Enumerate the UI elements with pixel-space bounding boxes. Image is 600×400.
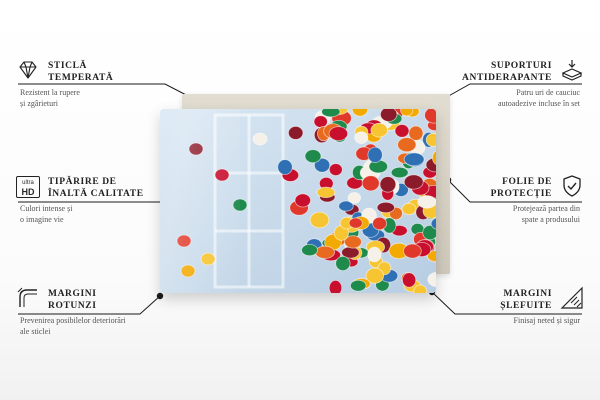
- feature-title: SUPORTURI ANTIDERAPANTE: [462, 61, 552, 83]
- candy: [424, 109, 436, 124]
- candy: [344, 235, 362, 249]
- candy: [252, 132, 268, 146]
- candy: [365, 267, 385, 284]
- candy: [379, 176, 397, 193]
- candy: [430, 217, 436, 230]
- feature-title: TIPĂRIRE DE ÎNALTĂ CALITATE: [48, 177, 144, 199]
- mounting-stand-icon: [561, 60, 583, 81]
- candy: [403, 243, 422, 259]
- candy: [422, 225, 436, 241]
- feature-description: Finisaj neted și sigur: [513, 316, 580, 325]
- ultra-hd-icon: ultra HD: [16, 176, 40, 198]
- candy: [176, 234, 192, 248]
- candy: [403, 174, 424, 190]
- feature-description: Protejează partea din spate a produsului: [512, 204, 580, 224]
- feature-description: Culori intense și o imagine vie: [20, 204, 73, 224]
- candy: [180, 264, 196, 278]
- feature-description: Rezistent la rupere și zgârieturi: [20, 88, 80, 108]
- candy: [402, 272, 417, 288]
- pin-dot: [156, 292, 164, 300]
- rounded-corner-icon: [17, 287, 37, 307]
- candy: [277, 159, 293, 175]
- candy: [328, 163, 343, 176]
- candy: [321, 109, 341, 118]
- candy: [354, 131, 369, 145]
- candy: [294, 193, 312, 208]
- candy: [370, 122, 388, 138]
- candy: [214, 168, 230, 182]
- feature-title: MARGINI ROTUNZI: [48, 289, 97, 311]
- feature-title: STICLĂ TEMPERATĂ: [48, 61, 114, 83]
- candy: [397, 137, 417, 153]
- candy: [417, 195, 436, 209]
- candy: [313, 115, 328, 128]
- candy: [314, 245, 335, 259]
- feature-title: MARGINI ȘLEFUITE: [500, 289, 552, 311]
- candy: [309, 211, 330, 229]
- candy: [432, 150, 436, 165]
- polished-edge-icon: [560, 286, 583, 309]
- candy: [335, 255, 351, 271]
- candy: [361, 175, 380, 192]
- candy-photo: [160, 109, 436, 293]
- candy: [367, 246, 382, 263]
- feature-title: FOLIE DE PROTECȚIE: [490, 177, 552, 199]
- candy: [304, 149, 322, 164]
- candy: [328, 280, 343, 293]
- candy: [347, 192, 362, 204]
- candy: [376, 201, 395, 214]
- candy: [349, 279, 367, 292]
- candy: [351, 109, 369, 117]
- candy: [232, 198, 248, 212]
- glass-panel-image: [160, 109, 436, 293]
- candy: [425, 133, 436, 147]
- candy: [372, 216, 388, 231]
- candy: [427, 271, 436, 288]
- candy: [390, 166, 409, 179]
- candy: [200, 252, 216, 266]
- candy: [328, 126, 349, 142]
- candy: [301, 244, 319, 257]
- candy: [314, 157, 331, 173]
- candy: [316, 186, 336, 199]
- candy: [403, 152, 425, 167]
- feature-description: Prevenirea posibilelor deteriorări ale s…: [20, 316, 126, 336]
- glass-gloss: [160, 109, 240, 293]
- shield-check-icon: [563, 175, 581, 197]
- candy: [394, 124, 410, 138]
- candy: [400, 109, 414, 117]
- candy: [348, 217, 363, 229]
- candy: [367, 146, 383, 164]
- candy: [380, 109, 398, 122]
- diamond-icon: [19, 61, 37, 79]
- candy: [188, 142, 204, 156]
- candy: [338, 200, 354, 212]
- feature-description: Patru uri de cauciuc autoadezive incluse…: [498, 88, 580, 108]
- candy: [401, 202, 417, 216]
- candy: [287, 125, 304, 140]
- candy: [413, 284, 428, 293]
